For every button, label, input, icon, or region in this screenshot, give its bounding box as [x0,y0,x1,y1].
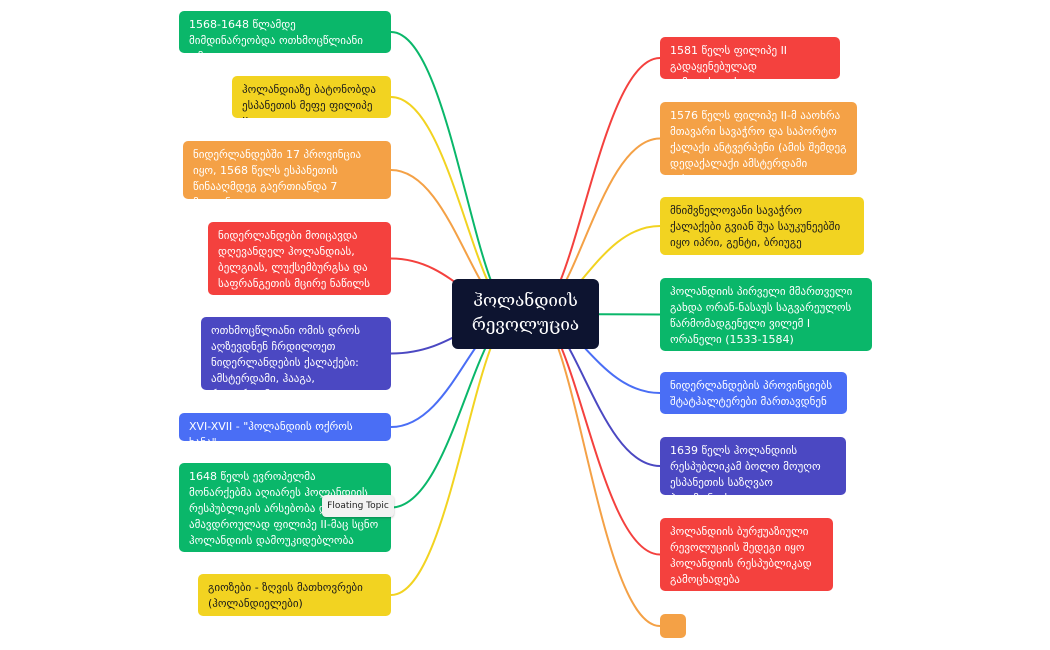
left-topic-label: XVI-XVII - "ჰოლანდიის ოქროს ხანა" [189,420,353,441]
right-topic-2[interactable]: 1576 წელს ფილიპე II-მ ააოხრა მთავარი სავ… [660,102,857,175]
right-topic-6[interactable]: 1639 წელს ჰოლანდიის რესპუბლიკამ ბოლო მოუ… [660,437,846,495]
left-topic-label: 1568-1648 წლამდე მიმდინარეობდა ოთხმოცწლი… [189,18,363,53]
floating-topic-label: Floating Topic [327,501,389,511]
central-topic[interactable]: ჰოლანდიის რევოლუცია [452,279,599,349]
floating-topic[interactable]: Floating Topic [322,495,394,517]
right-topic-label: ჰოლანდიის ბურჟუაზიული რევოლუციის შედეგი … [670,525,812,586]
left-topic-6[interactable]: XVI-XVII - "ჰოლანდიის ოქროს ხანა" [179,413,391,441]
right-connector [534,313,661,556]
left-topic-label: ნიდერლანდები მოიცავდა დღევანდელ ჰოლანდია… [218,229,370,290]
central-topic-label: ჰოლანდიის რევოლუცია [471,291,580,335]
right-connector [534,57,661,315]
right-topic-label: 1576 წელს ფილიპე II-მ ააოხრა მთავარი სავ… [670,109,847,175]
right-topic-4[interactable]: ჰოლანდიის პირველი მმართველი გახდა ორან-ნ… [660,278,872,351]
left-connector [390,313,516,596]
right-topic-label: მნიშვნელოვანი სავაჭრო ქალაქები გვიან შუა… [670,204,841,249]
left-topic-label: გიოზები - ზღვის მათხოვრები (ჰოლანდიელები… [208,581,363,610]
left-topic-2[interactable]: ჰოლანდიაზე ბატონობდა ესპანეთის მეფე ფილი… [232,76,391,118]
left-topic-label: ოთხმოცწლიანი ომის დროს აღზევდნენ ჩრდილოე… [211,324,360,390]
left-topic-7[interactable]: 1648 წელს ევროპელმა მონარქებმა აღიარეს ჰ… [179,463,391,552]
right-topic-7[interactable]: ჰოლანდიის ბურჟუაზიული რევოლუციის შედეგი … [660,518,833,591]
right-topic-1[interactable]: 1581 წელს ფილიპე II გადაყენებულად გამოაც… [660,37,840,79]
right-topic-label: 1639 წელს ჰოლანდიის რესპუბლიკამ ბოლო მოუ… [670,444,821,495]
left-topic-1[interactable]: 1568-1648 წლამდე მიმდინარეობდა ოთხმოცწლი… [179,11,391,53]
left-topic-8[interactable]: გიოზები - ზღვის მათხოვრები (ჰოლანდიელები… [198,574,391,616]
right-topic-label: ნიდერლანდების პროვინციებს შტატჰალტერები … [670,379,833,408]
right-topic-label: ჰოლანდიის პირველი მმართველი გახდა ორან-ნ… [670,285,853,346]
left-topic-label: ნიდერლანდებში 17 პროვინცია იყო, 1568 წელ… [193,148,362,199]
right-topic-3[interactable]: მნიშვნელოვანი სავაჭრო ქალაქები გვიან შუა… [660,197,864,255]
left-topic-3[interactable]: ნიდერლანდებში 17 პროვინცია იყო, 1568 წელ… [183,141,391,199]
left-topic-label: ჰოლანდიაზე ბატონობდა ესპანეთის მეფე ფილი… [242,83,376,118]
right-topic-8[interactable] [660,614,686,638]
right-topic-label: 1581 წელს ფილიპე II გადაყენებულად გამოაც… [670,44,788,79]
left-topic-label: 1648 წელს ევროპელმა მონარქებმა აღიარეს ჰ… [189,470,379,547]
left-topic-5[interactable]: ოთხმოცწლიანი ომის დროს აღზევდნენ ჩრდილოე… [201,317,391,390]
right-topic-5[interactable]: ნიდერლანდების პროვინციებს შტატჰალტერები … [660,372,847,414]
left-connector [390,31,516,315]
left-topic-4[interactable]: ნიდერლანდები მოიცავდა დღევანდელ ჰოლანდია… [208,222,391,295]
